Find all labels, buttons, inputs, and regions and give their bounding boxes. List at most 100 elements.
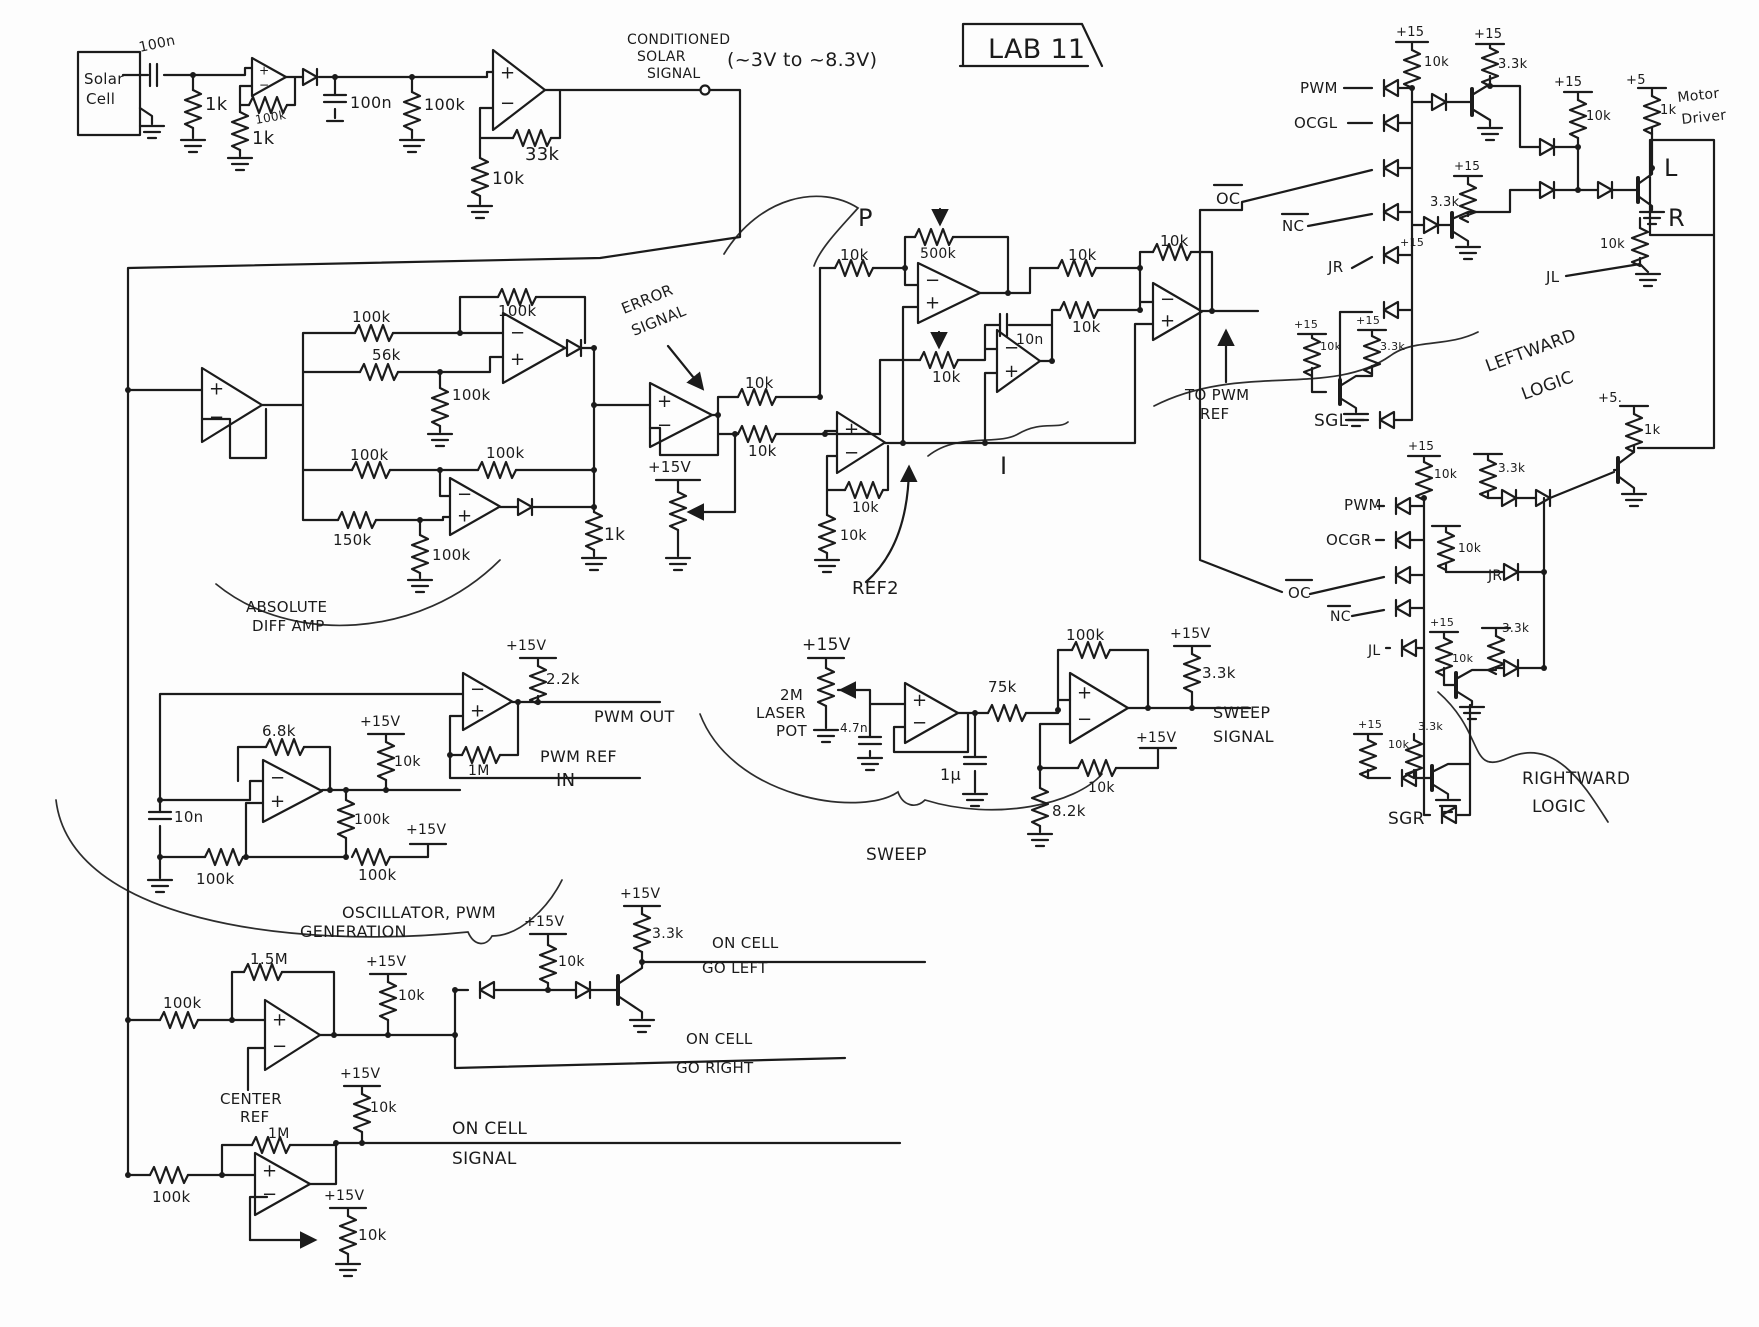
component-value-label: +15V <box>406 822 446 838</box>
opamp-symbol: −+ <box>1151 281 1204 342</box>
junction-dot <box>125 1172 131 1178</box>
section-label: DIFF AMP <box>252 617 325 635</box>
opamp-input-polarity: − <box>912 713 927 734</box>
title: LAB 11 <box>988 34 1085 65</box>
resistor-symbol <box>410 533 430 575</box>
diff-amp-brace <box>215 559 501 627</box>
diode-symbol <box>1430 92 1448 112</box>
junction-dot <box>1541 569 1547 575</box>
leftward-brace <box>1153 331 1479 407</box>
annotation: CONDITIONED <box>627 32 730 48</box>
component-value-label: +15V <box>360 714 400 730</box>
junction-dot <box>1575 187 1581 193</box>
resistor-symbol <box>736 424 778 444</box>
opamp-input-polarity: − <box>844 442 859 463</box>
resistor-symbol <box>1070 640 1112 660</box>
ref2-arrow <box>864 464 918 584</box>
opamp-input-polarity: + <box>272 1010 287 1031</box>
opamp-triangle <box>263 998 322 1072</box>
component-value-label: 10k <box>394 754 421 770</box>
junction-dot <box>343 854 349 860</box>
annotation: (~3V to ~8.3V) <box>727 49 877 71</box>
i-brace <box>927 421 1069 457</box>
opamp-input-polarity: − <box>500 93 515 114</box>
resistor-symbol <box>1076 758 1118 778</box>
component-value-label: +15 <box>1396 25 1424 40</box>
junction-dot <box>591 467 597 473</box>
resistor-symbol <box>918 350 960 370</box>
resistor-symbol <box>350 847 392 867</box>
signal-label: PWM <box>1344 496 1382 514</box>
component-value-label: 10k <box>398 988 425 1004</box>
diode-symbol <box>1538 180 1556 200</box>
junction-dot <box>1421 495 1427 501</box>
component-value-label: 10k <box>370 1100 397 1116</box>
oscillator-brace <box>55 799 563 945</box>
component-value-label: 100k <box>498 302 537 320</box>
signal-label: P <box>858 204 873 232</box>
component-value-label: 56k <box>372 346 401 364</box>
signal-label: REF <box>240 1108 269 1126</box>
signal-label: I <box>1000 452 1007 480</box>
signal-label: ON CELL <box>686 1030 753 1048</box>
junction-dot <box>1137 307 1143 313</box>
diode-symbol <box>1596 180 1614 200</box>
opamp-input-polarity: + <box>510 349 525 370</box>
component-value-label: 3.3k <box>1502 621 1529 635</box>
component-value-label: 10k <box>1068 246 1097 264</box>
component-value-label: 100k <box>432 546 471 564</box>
component-value-label: 10k <box>492 169 524 189</box>
ground-symbol <box>813 558 841 574</box>
ground-symbol <box>664 556 692 572</box>
component-value-label: 1M <box>468 763 490 779</box>
component-value-label: 1M <box>268 1126 290 1142</box>
resistor-symbol <box>148 1165 190 1185</box>
opamp-symbol: −+ <box>461 671 514 732</box>
junction-dot <box>972 710 978 716</box>
component-value-label: +15V <box>506 638 546 654</box>
component-value-label: 10k <box>1072 318 1101 336</box>
component-value-label: 10k <box>1600 237 1625 252</box>
junction-dot <box>457 330 463 336</box>
signal-label: R <box>1668 204 1685 232</box>
component-value-label: +15 <box>1356 314 1380 327</box>
component-value-label: 10k <box>558 954 585 970</box>
opamp-input-polarity: − <box>1160 289 1175 310</box>
ground-symbol <box>398 138 426 154</box>
signal-label: CENTER <box>220 1090 282 1108</box>
junction-dot <box>535 699 541 705</box>
capacitor-symbol <box>962 755 988 766</box>
signal-label: IN <box>556 770 575 791</box>
annotation: SOLAR <box>637 49 686 65</box>
diode-symbol <box>1394 598 1412 618</box>
opamp-symbol: +− <box>253 1151 312 1217</box>
resistor-symbol <box>843 480 885 500</box>
component-value-label: 100k <box>424 95 465 114</box>
signal-label: JR <box>1487 568 1502 584</box>
resistor-symbol <box>336 510 378 530</box>
opamp-input-polarity: − <box>272 1036 287 1057</box>
signal-label: SGL <box>1314 411 1349 431</box>
opamp-input-polarity: + <box>1077 683 1092 704</box>
component-value-label: 10k <box>358 1226 387 1244</box>
component-value-label: +5 <box>1626 73 1646 88</box>
ground-symbol <box>179 138 207 154</box>
junction-dot <box>817 394 823 400</box>
annotation-arrows <box>248 207 1235 1249</box>
opamp-triangle <box>648 381 714 449</box>
component-value-label: 10n <box>1016 332 1044 348</box>
component-value-label: 33k <box>525 144 560 165</box>
junction-dot <box>125 1017 131 1023</box>
junction-dot <box>902 265 908 271</box>
component-value-label: +15 <box>1358 718 1382 731</box>
signal-label: PWM <box>1300 79 1338 97</box>
junction-dot <box>452 1032 458 1038</box>
component-value-label: +15V <box>340 1066 380 1082</box>
opamp-input-polarity: − <box>657 415 672 436</box>
resistor-symbol <box>538 943 558 985</box>
signal-label: PWM REF <box>540 747 617 766</box>
opamp-triangle <box>835 410 887 475</box>
component-value-label: 100k <box>350 446 389 464</box>
signal-label: JR <box>1327 258 1343 276</box>
signal-label: OC <box>1288 584 1311 602</box>
